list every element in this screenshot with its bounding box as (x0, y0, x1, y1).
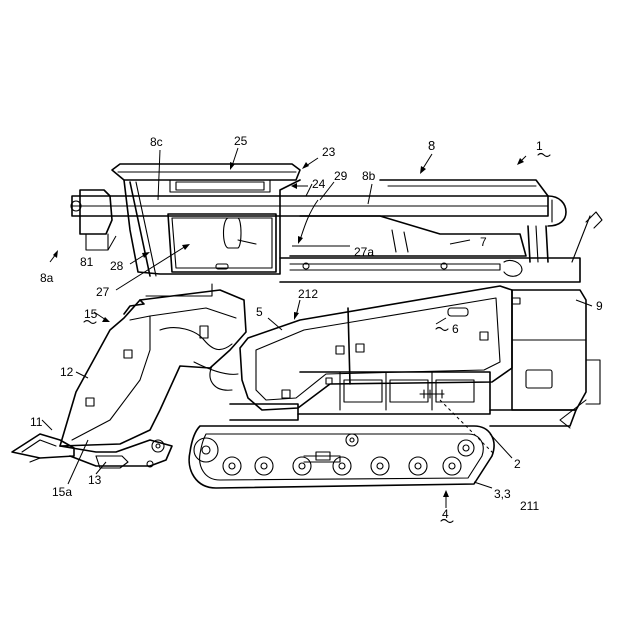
frame-rail (280, 258, 580, 282)
label-7: 7 (480, 235, 487, 249)
label-9: 9 (596, 299, 603, 313)
label-23: 23 (322, 145, 336, 159)
header (12, 284, 246, 468)
grain-tank (290, 180, 602, 262)
label-8c: 8c (150, 135, 163, 149)
label-8a: 8a (40, 271, 54, 285)
side-cover (240, 286, 600, 428)
cabin-body (124, 180, 300, 276)
label-28: 28 (110, 259, 124, 273)
unloading-auger (71, 190, 566, 250)
label-8b: 8b (362, 169, 376, 183)
label-81: 81 (80, 255, 94, 269)
label-11: 11 (30, 415, 43, 429)
label-3: 3,3 (494, 487, 511, 501)
label-25: 25 (234, 134, 248, 148)
label-1: 1 (536, 139, 543, 153)
cabin-roof (112, 164, 300, 192)
label-15: 15 (84, 307, 98, 321)
track-rollers (194, 434, 474, 475)
crawler-track (189, 426, 494, 488)
label-5: 5 (256, 305, 263, 319)
label-211: 211 (520, 499, 539, 513)
label-29: 29 (334, 169, 348, 183)
label-6: 6 (452, 322, 459, 336)
label-27: 27 (96, 285, 110, 299)
label-27a: 27a (354, 245, 374, 259)
label-4: 4 (442, 507, 449, 521)
label-2: 2 (514, 457, 521, 471)
label-13: 13 (88, 473, 102, 487)
label-15a: 15a (52, 485, 72, 499)
label-24: 24 (312, 177, 326, 191)
lower-body (230, 372, 576, 454)
label-8: 8 (428, 138, 435, 153)
label-12: 12 (60, 365, 74, 379)
label-212: 212 (298, 287, 318, 301)
